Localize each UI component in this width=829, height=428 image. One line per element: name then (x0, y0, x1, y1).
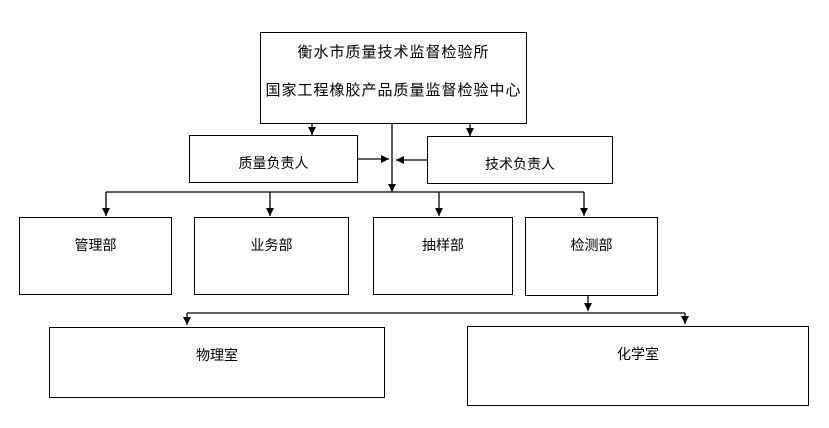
org-box-business-dept: 业务部 (194, 217, 349, 295)
business-dept-label: 业务部 (250, 237, 293, 253)
chemistry-lab-label: 化学室 (617, 346, 659, 362)
org-box-sampling-dept: 抽样部 (373, 217, 513, 295)
quality-manager-label: 质量负责人 (238, 155, 309, 171)
org-box-technical-manager: 技术负责人 (427, 136, 613, 184)
org-box-testing-dept: 检测部 (525, 217, 658, 296)
root-title-line1: 衡水市质量技术监督检验所 (297, 44, 490, 61)
physics-lab-label: 物理室 (196, 347, 238, 363)
root-title-line2: 国家工程橡胶产品质量监督检验中心 (265, 82, 522, 99)
management-dept-label: 管理部 (74, 237, 117, 253)
org-box-chemistry-lab: 化学室 (467, 326, 809, 406)
org-box-physics-lab: 物理室 (49, 327, 385, 398)
testing-dept-label: 检测部 (570, 237, 613, 253)
technical-manager-label: 技术负责人 (485, 156, 555, 172)
org-box-management-dept: 管理部 (19, 217, 172, 295)
org-box-quality-manager: 质量负责人 (189, 135, 358, 183)
sampling-dept-label: 抽样部 (422, 237, 464, 253)
org-box-root: 衡水市质量技术监督检验所 国家工程橡胶产品质量监督检验中心 (260, 32, 527, 124)
